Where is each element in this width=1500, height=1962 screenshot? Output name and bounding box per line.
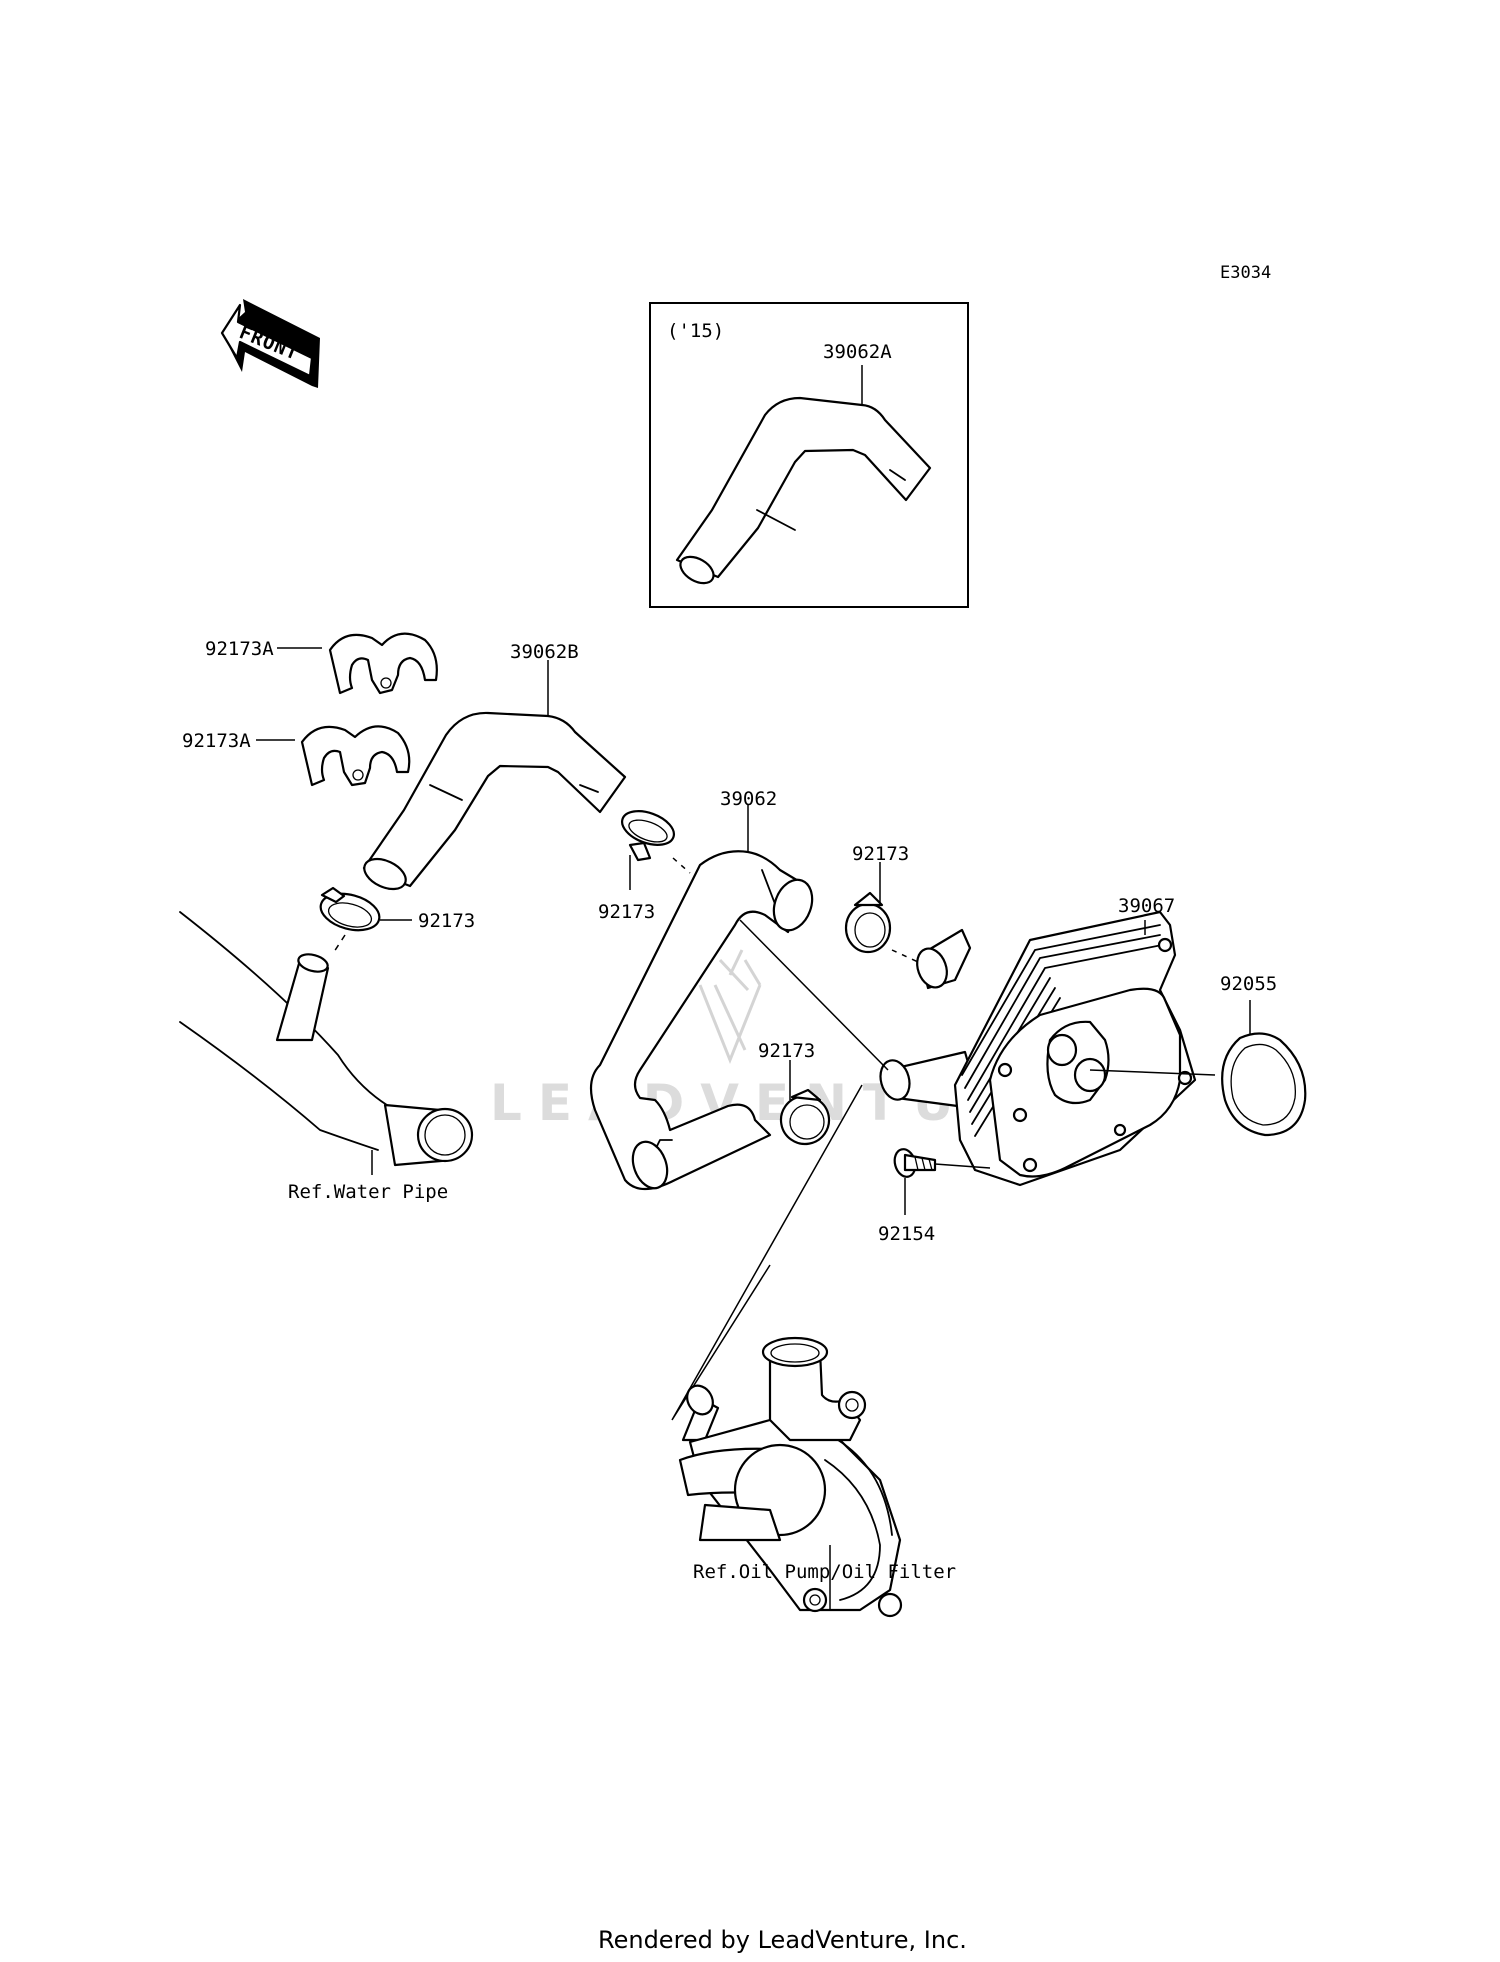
label-92173a-top: 92173A bbox=[205, 638, 274, 660]
water-pipe bbox=[179, 911, 474, 1167]
bolt-connector bbox=[934, 1163, 991, 1169]
label-92154: 92154 bbox=[878, 1223, 935, 1245]
clamp-92173-lower bbox=[779, 1088, 831, 1146]
oring-connector bbox=[1089, 1069, 1216, 1076]
clip-92173a-bottom bbox=[300, 725, 411, 787]
label-92173a-bottom: 92173A bbox=[182, 730, 251, 752]
label-39062: 39062 bbox=[720, 788, 777, 810]
watermark-logo bbox=[698, 949, 762, 1065]
label-92173-lower: 92173 bbox=[758, 1040, 815, 1062]
label-92173-mid: 92173 bbox=[598, 901, 655, 923]
dash-left bbox=[331, 934, 346, 956]
oil-pump bbox=[678, 1336, 903, 1618]
label-ref-water-pipe: Ref.Water Pipe bbox=[288, 1181, 448, 1203]
bolt-92154 bbox=[893, 1148, 937, 1178]
oil-cooler-39067 bbox=[879, 910, 1197, 1187]
clamp-92173-right bbox=[844, 891, 892, 954]
label-92055: 92055 bbox=[1220, 973, 1277, 995]
label-ref-oil-pump: Ref.Oil Pump/Oil Filter bbox=[693, 1561, 956, 1583]
footer-credit: Rendered by LeadVenture, Inc. bbox=[598, 1926, 967, 1954]
label-92173-right: 92173 bbox=[852, 843, 909, 865]
clamp-92173-mid bbox=[621, 810, 675, 862]
diagram-code: E3034 bbox=[1220, 263, 1271, 283]
label-39062b: 39062B bbox=[510, 641, 579, 663]
clamp-92173-left bbox=[319, 886, 381, 932]
clip-92173a-top bbox=[328, 632, 438, 695]
o-ring-92055 bbox=[1221, 1032, 1307, 1137]
inset-part-label: 39062A bbox=[823, 341, 892, 363]
dash-right bbox=[891, 949, 919, 963]
oil-pump-callout bbox=[671, 1084, 863, 1421]
hose-cooler-connector bbox=[739, 919, 889, 1071]
hose-39062a bbox=[675, 396, 932, 585]
inset-year-label: ('15) bbox=[667, 320, 724, 342]
dash-mid bbox=[672, 857, 691, 874]
hose-39062 bbox=[589, 850, 814, 1191]
inset-box bbox=[649, 302, 969, 608]
label-92173-left: 92173 bbox=[418, 910, 475, 932]
hose-39062b bbox=[362, 711, 627, 891]
label-39067: 39067 bbox=[1118, 895, 1175, 917]
front-arrow-icon bbox=[220, 299, 320, 388]
